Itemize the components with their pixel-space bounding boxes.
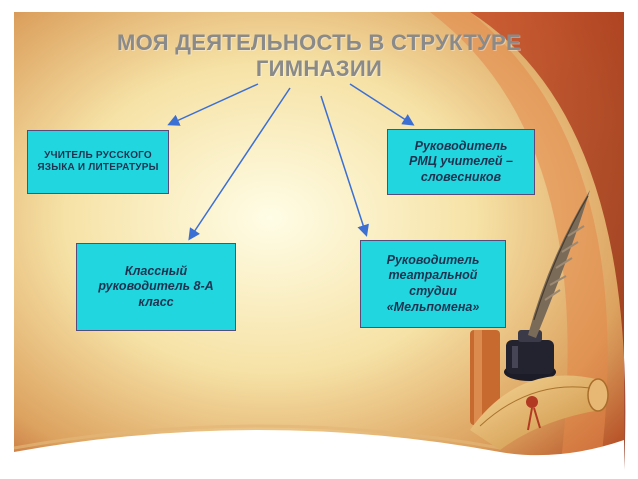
box-line: Руководитель: [414, 138, 508, 153]
box-russian-teacher: УЧИТЕЛЬ РУССКОГО ЯЗЫКА И ЛИТЕРАТУРЫ: [27, 130, 169, 194]
scroll-icon: [470, 375, 609, 450]
candle-icon: [470, 330, 500, 425]
box-line: словесников: [420, 169, 502, 184]
quill-icon: [528, 190, 590, 338]
box-line: руководитель 8-А: [98, 279, 214, 294]
box-line: «Мельпомена»: [386, 299, 480, 314]
box-line: театральной: [388, 268, 478, 283]
box-line: ЯЗЫКА И ЛИТЕРАТУРЫ: [37, 162, 159, 173]
title-line-1: МОЯ ДЕЯТЕЛЬНОСТЬ В СТРУКТУРЕ: [117, 30, 521, 55]
title-line-2: ГИМНАЗИИ: [255, 56, 383, 81]
box-class-teacher: Классный руководитель 8-А класс: [76, 243, 236, 331]
box-line: студии: [409, 284, 457, 298]
box-line: класс: [138, 294, 174, 309]
box-line: Руководитель: [386, 252, 480, 267]
box-rmc-head: Руководитель РМЦ учителей – словесников: [387, 129, 535, 195]
box-line: Классный: [124, 263, 188, 278]
box-line: РМЦ учителей –: [409, 154, 513, 169]
box-line: УЧИТЕЛЬ РУССКОГО: [44, 149, 152, 161]
box-theatre-studio: Руководитель театральной студии «Мельпом…: [360, 240, 506, 328]
